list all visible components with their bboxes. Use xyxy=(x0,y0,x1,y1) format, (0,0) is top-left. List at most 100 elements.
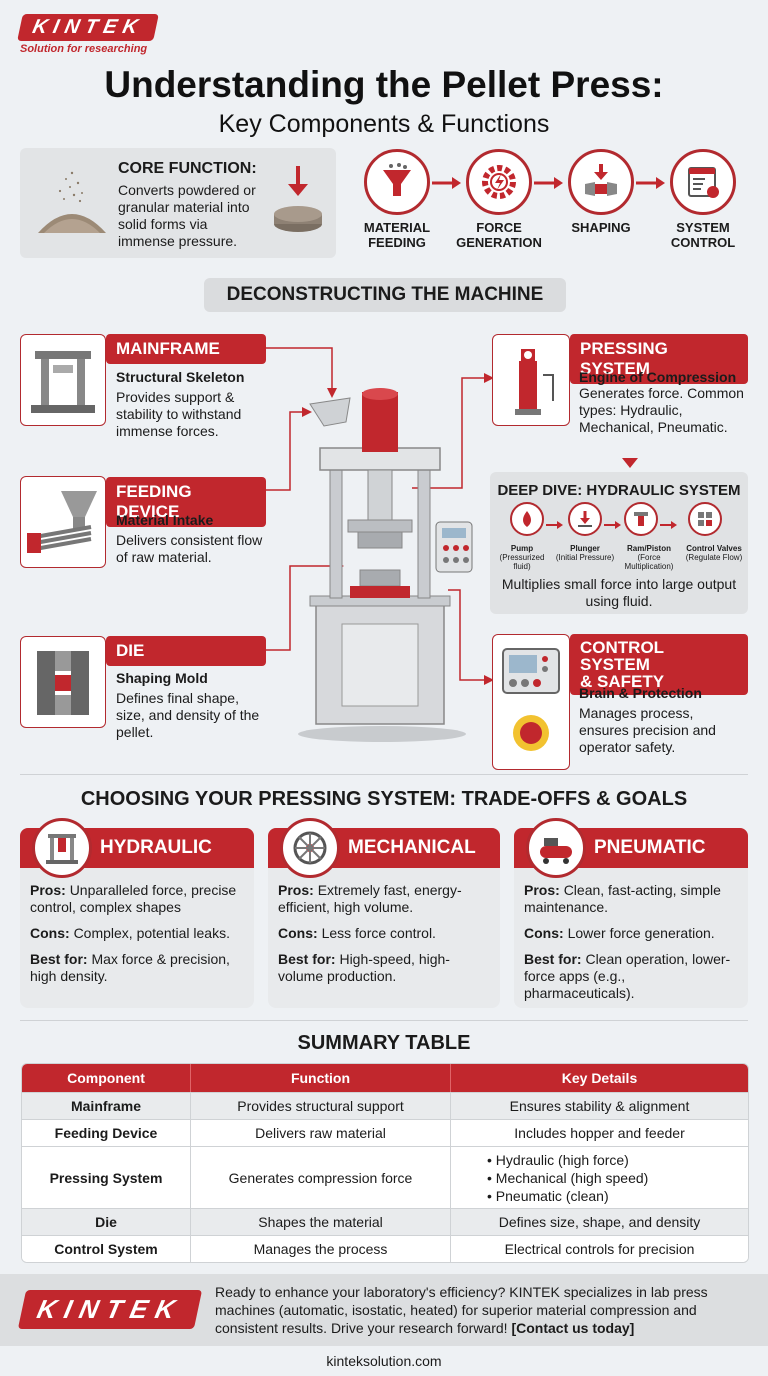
step-ram-note: (Force Multiplication) xyxy=(624,553,674,571)
step-pump-name: Pump xyxy=(510,544,534,553)
flow-arrow-icon xyxy=(546,516,564,534)
table-row: Mainframe Provides structural support En… xyxy=(22,1092,748,1119)
powder-pile-icon xyxy=(38,171,106,233)
step-pump-note: (Pressurized fluid) xyxy=(499,553,545,571)
deep-dive-panel xyxy=(490,472,748,614)
footer-url[interactable]: kinteksolution.com xyxy=(326,1353,442,1369)
control-text: Manages process, ensures precision and o… xyxy=(579,705,716,755)
section-heading-deconstruct: DECONSTRUCTING THE MACHINE xyxy=(204,278,566,312)
flow-arrow-icon xyxy=(432,176,462,195)
table-cell: Shapes the material xyxy=(190,1208,450,1235)
core-function-text: Converts powdered or granular material i… xyxy=(118,182,256,249)
table-cell: Manages the process xyxy=(190,1235,450,1262)
flow-label-shaping: SHAPING xyxy=(571,220,631,235)
hydraulic-cons: Cons: Complex, potential leaks. xyxy=(30,925,230,941)
divider xyxy=(20,1020,748,1021)
table-cell: Generates compression force xyxy=(190,1146,450,1208)
table-cell: Electrical controls for precision xyxy=(450,1235,748,1262)
step-valves-note: (Regulate Flow) xyxy=(685,553,743,562)
table-header: Function xyxy=(190,1064,450,1092)
section-heading-choosing: CHOOSING YOUR PRESSING SYSTEM: TRADE-OFF… xyxy=(80,788,688,810)
flow-arrow-icon xyxy=(534,176,564,195)
mainframe-title: MAINFRAME xyxy=(106,334,266,364)
hydraulic-pros: Pros: Unparalleled force, precise contro… xyxy=(30,882,237,915)
hydraulic-cylinder-icon xyxy=(515,349,554,415)
pneumatic-best: Best for: Clean operation, lower-force a… xyxy=(524,951,731,1001)
pressing-subtitle: Engine of Compression xyxy=(579,369,737,385)
pellet-icon xyxy=(274,166,322,232)
control-valves-icon xyxy=(688,502,722,536)
control-panel-icon xyxy=(670,149,736,215)
table-row: Feeding Device Delivers raw material Inc… xyxy=(22,1119,748,1146)
control-title: CONTROL SYSTEM& SAFETY xyxy=(570,634,748,695)
mechanical-best: Best for: High-speed, high-volume produc… xyxy=(278,951,450,984)
feeding-text: Delivers consistent flow of raw material… xyxy=(116,532,263,565)
table-header: Component xyxy=(22,1064,190,1092)
deep-dive-text: Multiplies small force into large output… xyxy=(501,576,737,609)
ram-piston-icon xyxy=(624,502,658,536)
step-valves-name: Control Valves xyxy=(686,544,742,553)
core-function-title: CORE FUNCTION: xyxy=(118,160,257,177)
flywheel-icon xyxy=(280,818,340,878)
mainframe-icon xyxy=(31,351,95,413)
summary-heading: SUMMARY TABLE xyxy=(297,1032,471,1054)
pneumatic-pros: Pros: Clean, fast-acting, simple mainten… xyxy=(524,882,721,915)
brand-logo: KINTEK Solution for researching xyxy=(17,14,162,55)
pressing-text: Generates force. Common types: Hydraulic… xyxy=(579,385,744,435)
table-cell: Delivers raw material xyxy=(190,1119,450,1146)
hopper-screw-icon xyxy=(27,491,97,553)
table-cell: Feeding Device xyxy=(22,1119,190,1146)
shaping-icon xyxy=(568,149,634,215)
deep-dive-title: DEEP DIVE: HYDRAULIC SYSTEM xyxy=(497,482,741,499)
die-mold-icon xyxy=(37,651,89,715)
control-icon-box xyxy=(492,634,570,770)
table-cell: Pressing System xyxy=(22,1146,190,1208)
table-cell-list: • Hydraulic (high force) • Mechanical (h… xyxy=(450,1146,748,1208)
summary-table: Component Function Key Details Mainframe… xyxy=(21,1063,749,1263)
table-header: Key Details xyxy=(450,1064,748,1092)
funnel-icon xyxy=(364,149,430,215)
flow-arrow-icon xyxy=(604,516,622,534)
air-compressor-icon xyxy=(526,818,586,878)
table-row: Die Shapes the material Defines size, sh… xyxy=(22,1208,748,1235)
mainframe-text: Provides support & stability to withstan… xyxy=(116,389,242,439)
die-icon-box xyxy=(20,636,106,728)
gear-force-icon xyxy=(466,149,532,215)
table-header-row: Component Function Key Details xyxy=(22,1064,748,1092)
table-cell: Includes hopper and feeder xyxy=(450,1119,748,1146)
flow-arrow-icon xyxy=(660,516,678,534)
core-function-panel xyxy=(20,148,336,258)
feeding-title: FEEDING DEVICE xyxy=(106,477,266,527)
page-title: Understanding the Pellet Press: xyxy=(104,64,664,105)
pellet-press-machine-illustration xyxy=(298,388,473,742)
pressing-title: PRESSING SYSTEM xyxy=(570,334,748,384)
contact-link[interactable]: [Contact us today] xyxy=(511,1320,635,1336)
step-ram-name: Ram/Piston xyxy=(626,544,671,553)
divider xyxy=(20,774,748,775)
control-panel-estop-icon xyxy=(502,648,560,751)
table-cell: Ensures stability & alignment xyxy=(450,1092,748,1119)
hydraulic-press-icon xyxy=(32,818,92,878)
table-cell: Defines size, shape, and density xyxy=(450,1208,748,1235)
mainframe-icon-box xyxy=(20,334,106,426)
control-subtitle: Brain & Protection xyxy=(579,685,702,701)
table-row: Pressing System Generates compression fo… xyxy=(22,1146,748,1208)
die-subtitle: Shaping Mold xyxy=(116,670,208,686)
flow-arrow-icon xyxy=(636,176,666,195)
footer-brand-name: KINTEK xyxy=(17,1290,203,1329)
step-plunger-name: Plunger xyxy=(570,544,600,553)
pneumatic-cons: Cons: Lower force generation. xyxy=(524,925,715,941)
mechanical-pros: Pros: Extremely fast, energy-efficient, … xyxy=(278,882,462,915)
step-plunger-note: (Initial Pressure) xyxy=(555,553,615,562)
brand-tagline: Solution for researching xyxy=(20,43,148,55)
brand-name: KINTEK xyxy=(17,14,159,41)
mechanical-cons: Cons: Less force control. xyxy=(278,925,436,941)
table-cell: Mainframe xyxy=(22,1092,190,1119)
footer-text: Ready to enhance your laboratory's effic… xyxy=(215,1284,708,1336)
table-cell: Die xyxy=(22,1208,190,1235)
die-text: Defines final shape, size, and density o… xyxy=(116,690,260,740)
page-subtitle: Key Components & Functions xyxy=(218,110,550,138)
